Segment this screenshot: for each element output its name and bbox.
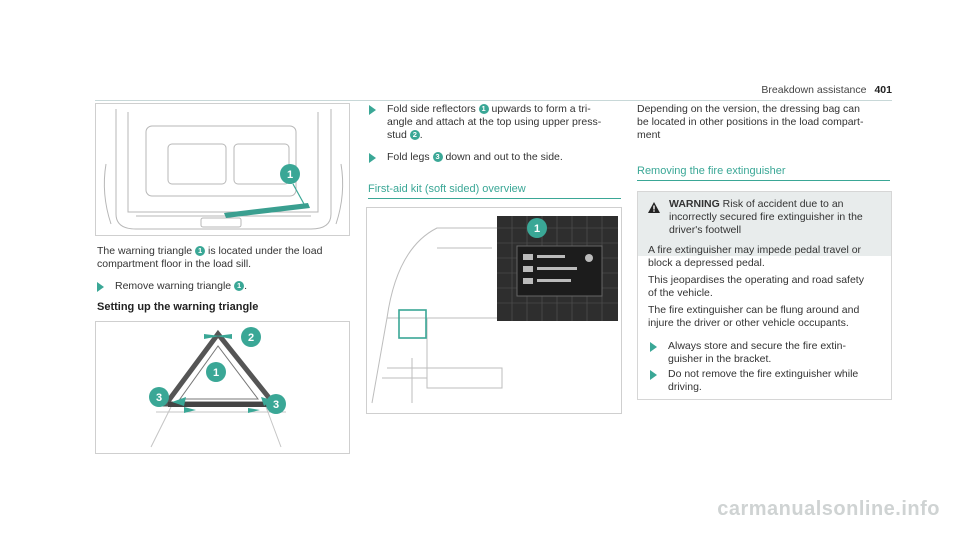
- highlight-box: [398, 309, 427, 339]
- load-compartment-illustration: 1: [103, 109, 344, 230]
- callout-2-label: 2: [248, 332, 254, 344]
- text: .: [244, 280, 247, 292]
- callout-3-right-label: 3: [273, 399, 279, 411]
- header-rule: [95, 100, 892, 101]
- callout-1-label: 1: [213, 367, 219, 379]
- text: Remove warning triangle: [115, 280, 232, 292]
- warning-body: A fire extinguisher may impede pedal tra…: [648, 244, 888, 330]
- text: Fold side reflectors: [387, 103, 476, 115]
- callout-inline-3: 3: [432, 152, 443, 162]
- section-title: Breakdown assistance: [761, 84, 867, 96]
- text-line: A fire extinguisher may impede pedal tra…: [648, 244, 862, 256]
- warning-header: WARNING Risk of accident due to an incor…: [638, 192, 891, 256]
- figure-load-compartment: 1: [95, 103, 350, 236]
- text-line: of the vehicle.: [648, 287, 713, 299]
- text-line: driver's footwell: [669, 224, 742, 236]
- callout-3-left-label: 3: [156, 392, 162, 404]
- step-fold-reflectors: Fold side reflectors 1 upwards to form a…: [367, 103, 642, 142]
- text: stud: [387, 129, 407, 141]
- callout-2: [241, 327, 261, 347]
- step-store-extinguisher: Always store and secure the fire extin- …: [648, 340, 898, 366]
- text-line: Do not remove the fire extinguisher whil…: [668, 368, 859, 380]
- text-line: guisher in the bracket.: [668, 353, 772, 365]
- heading-rule: [368, 198, 621, 199]
- text-line: injure the driver or other vehicle occup…: [648, 317, 849, 329]
- warning-triangle-illustration: 1 2 3 3: [149, 327, 286, 448]
- callout-inline-1: 1: [195, 246, 206, 256]
- callout-inline-1: 1: [234, 281, 245, 291]
- text-line: incorrectly secured fire extinguisher in…: [669, 211, 863, 223]
- text: Fold legs: [387, 151, 430, 163]
- arrow-bullet-icon: [369, 105, 376, 115]
- callout-1-label: 1: [287, 169, 293, 181]
- heading-rule: [637, 180, 890, 181]
- text: warning triangle: [118, 245, 193, 257]
- text: angle and attach at the top using upper …: [387, 116, 602, 128]
- callout-1: [206, 362, 226, 382]
- heading-first-aid-kit: First-aid kit (soft sided) overview: [368, 183, 621, 199]
- figure-warning-triangle: 1 2 3 3: [95, 321, 350, 454]
- warning-box: WARNING Risk of accident due to an incor…: [637, 191, 892, 400]
- callout-1: [527, 218, 547, 238]
- text-line: driving.: [668, 381, 702, 393]
- step-remove-triangle: Remove warning triangle 1.: [95, 280, 370, 293]
- text: upwards to form a tri-: [491, 103, 591, 115]
- warning-label: WARNING: [669, 198, 720, 210]
- text: The: [97, 245, 116, 257]
- heading-text: First-aid kit (soft sided) overview: [368, 183, 526, 195]
- text-line: The fire extinguisher can be flung aroun…: [648, 304, 860, 316]
- text-line: Depending on the version, the dressing b…: [637, 103, 860, 115]
- page-number: 401: [874, 84, 892, 96]
- callout-3-right: [266, 394, 286, 414]
- arrow-bullet-icon: [97, 282, 104, 292]
- step-fold-legs: Fold legs 3 down and out to the side.: [367, 151, 642, 164]
- callout-1-label: 1: [534, 223, 540, 235]
- text: compartment floor in the load sill.: [97, 258, 252, 270]
- heading-setting-up: Setting up the warning triangle: [97, 301, 259, 313]
- text: is located under the load: [208, 245, 323, 257]
- first-aid-kit-illustration: 1: [371, 216, 618, 404]
- watermark: carmanualsonline.info: [717, 498, 940, 520]
- callout-inline-1: 1: [478, 104, 489, 114]
- text: .: [419, 129, 423, 141]
- text-line: be located in other positions in the loa…: [637, 116, 864, 128]
- warning-title-block: WARNING Risk of accident due to an incor…: [669, 198, 887, 237]
- paragraph-dressing-bag: Depending on the version, the dressing b…: [637, 103, 892, 142]
- callout-1: [280, 164, 300, 184]
- text-line: This jeopardises the operating and road …: [648, 274, 864, 286]
- arrow-bullet-icon: [650, 342, 657, 352]
- warning-triangle-icon: [648, 202, 660, 213]
- text-line: block a depressed pedal.: [648, 257, 765, 269]
- text-line: Always store and secure the fire extin-: [668, 340, 846, 352]
- callout-inline-2: 2: [409, 130, 420, 140]
- paragraph-location: The warning triangle 1 is located under …: [97, 245, 352, 271]
- arrow-bullet-icon: [650, 370, 657, 380]
- heading-removing-extinguisher: Removing the fire extinguisher: [637, 165, 890, 181]
- text-line: Risk of accident due to an: [722, 198, 844, 210]
- step-do-not-remove: Do not remove the fire extinguisher whil…: [648, 368, 898, 394]
- running-header: Breakdown assistance 401: [761, 84, 892, 96]
- text-line: ment: [637, 129, 661, 141]
- heading-text: Removing the fire extinguisher: [637, 165, 786, 177]
- text: down and out to the side.: [445, 151, 563, 163]
- figure-first-aid-kit: 1: [366, 207, 622, 414]
- callout-3-left: [149, 387, 169, 407]
- arrow-bullet-icon: [369, 153, 376, 163]
